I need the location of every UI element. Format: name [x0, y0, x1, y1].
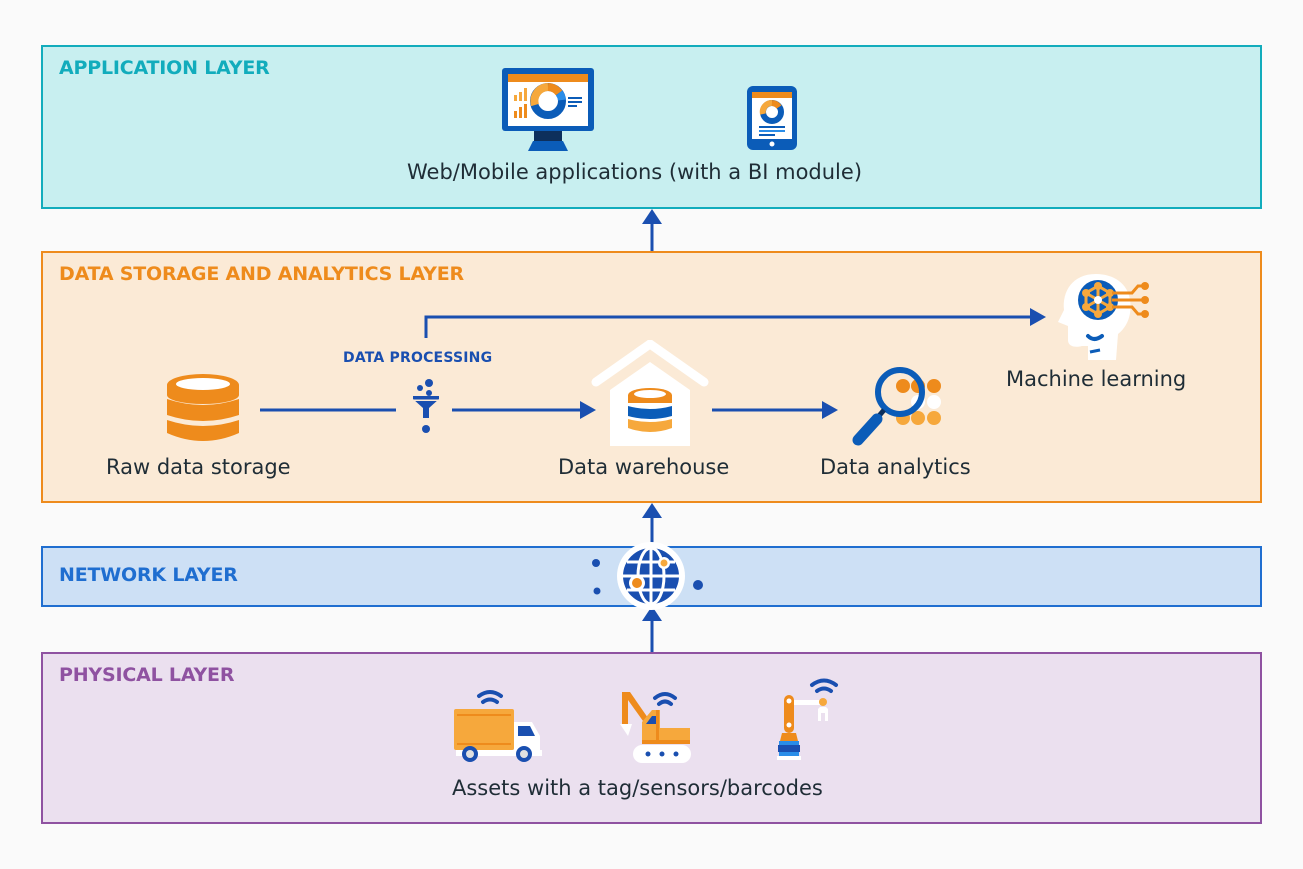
data-warehouse-label: Data warehouse [558, 455, 730, 479]
machine-learning-label: Machine learning [1006, 367, 1187, 391]
application-layer-title: APPLICATION LAYER [59, 57, 270, 79]
arrow-storage-to-application [642, 209, 662, 252]
data-processing-label: DATA PROCESSING [343, 350, 493, 366]
arrow-network-to-storage [642, 503, 662, 546]
truck-icon [454, 690, 542, 762]
database-icon [167, 374, 239, 441]
assets-label: Assets with a tag/sensors/barcodes [452, 776, 823, 800]
connector-processing-to-ml [424, 308, 1046, 338]
tablet-dashboard-icon [747, 86, 797, 150]
robotic-arm-icon [777, 678, 838, 760]
arrow-warehouse-to-analytics [712, 401, 838, 419]
arrow-processing-to-warehouse [452, 401, 596, 419]
connector-raw-to-processing [260, 408, 396, 412]
desktop-dashboard-icon [502, 68, 594, 151]
network-layer-title: NETWORK LAYER [59, 564, 238, 586]
physical-layer-title: PHYSICAL LAYER [59, 664, 235, 686]
excavator-icon [620, 692, 691, 763]
data-analytics-label: Data analytics [820, 455, 971, 479]
web-mobile-apps-label: Web/Mobile applications (with a BI modul… [407, 160, 863, 184]
arrow-physical-to-network [642, 606, 662, 653]
data-analytics-magnifier-icon [852, 367, 941, 446]
funnel-filter-icon [413, 379, 439, 433]
raw-data-storage-label: Raw data storage [106, 455, 291, 479]
globe-network-icon [592, 542, 703, 610]
machine-learning-head-icon [1058, 274, 1149, 360]
application-layer: APPLICATION LAYER [41, 45, 1262, 209]
storage-layer-title: DATA STORAGE AND ANALYTICS LAYER [59, 263, 464, 285]
data-warehouse-icon [591, 340, 709, 446]
